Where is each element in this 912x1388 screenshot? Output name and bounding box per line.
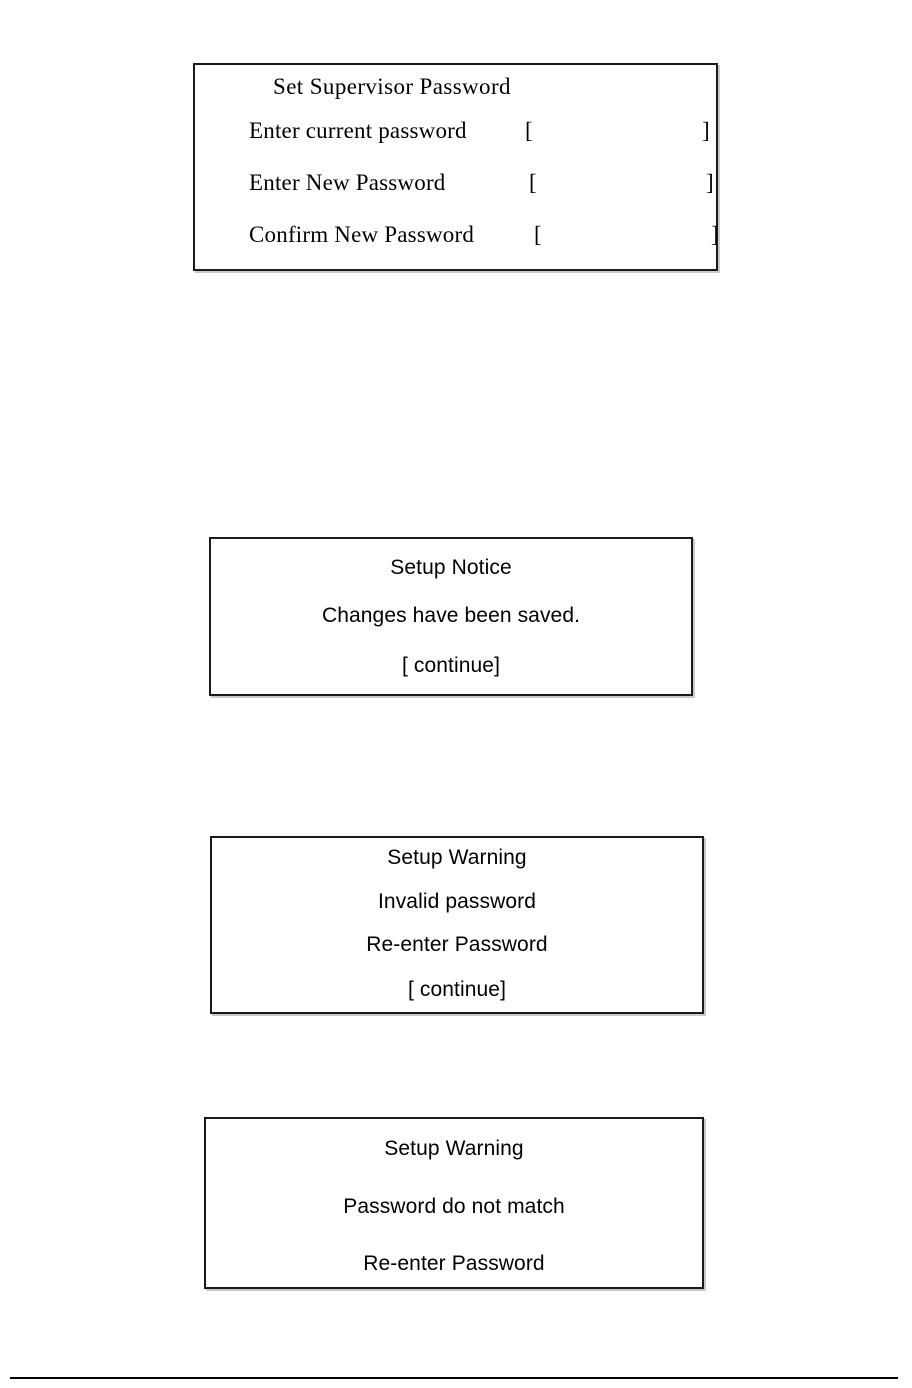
new-password-label: Enter New Password xyxy=(249,170,446,195)
setup-warning-invalid-instruction: Re-enter Password xyxy=(366,933,548,956)
set-supervisor-password-dialog: Set Supervisor Password Enter current pa… xyxy=(193,63,719,271)
setup-warning-mismatch-title: Setup Warning xyxy=(384,1137,524,1160)
setup-warning-invalid-password-dialog: Setup Warning Invalid password Re-enter … xyxy=(210,836,704,1014)
setup-warning-invalid-message: Invalid password xyxy=(377,890,536,913)
setup-notice-dialog: Setup Notice Changes have been saved. [ … xyxy=(209,537,693,696)
current-password-row: Enter current password [ ] xyxy=(249,118,710,148)
new-password-row: Enter New Password [ ] xyxy=(249,170,714,200)
setup-notice-continue-button[interactable]: [ continue] xyxy=(402,654,500,677)
current-password-label: Enter current password xyxy=(249,118,467,143)
setup-notice-message: Changes have been saved. xyxy=(321,604,581,627)
confirm-password-row: Confirm New Password [ ] xyxy=(249,222,719,252)
confirm-password-bracket-close: ] xyxy=(711,222,719,247)
footer-divider xyxy=(10,1377,898,1379)
new-password-bracket-open: [ xyxy=(529,170,537,195)
setup-warning-mismatch-message: Password do not match xyxy=(343,1195,565,1218)
new-password-bracket-close: ] xyxy=(706,170,714,195)
confirm-password-label: Confirm New Password xyxy=(249,222,475,247)
setup-warning-invalid-continue-button[interactable]: [ continue] xyxy=(408,978,506,1001)
current-password-bracket-close: ] xyxy=(702,118,710,143)
current-password-bracket-open: [ xyxy=(525,118,533,143)
setup-warning-mismatch-instruction: Re-enter Password xyxy=(363,1252,545,1275)
password-dialog-title: Set Supervisor Password xyxy=(273,74,511,99)
setup-notice-title: Setup Notice xyxy=(390,556,512,579)
confirm-password-bracket-open: [ xyxy=(534,222,542,247)
setup-warning-password-mismatch-dialog: Setup Warning Password do not match Re-e… xyxy=(204,1117,704,1289)
setup-warning-invalid-title: Setup Warning xyxy=(387,846,527,869)
